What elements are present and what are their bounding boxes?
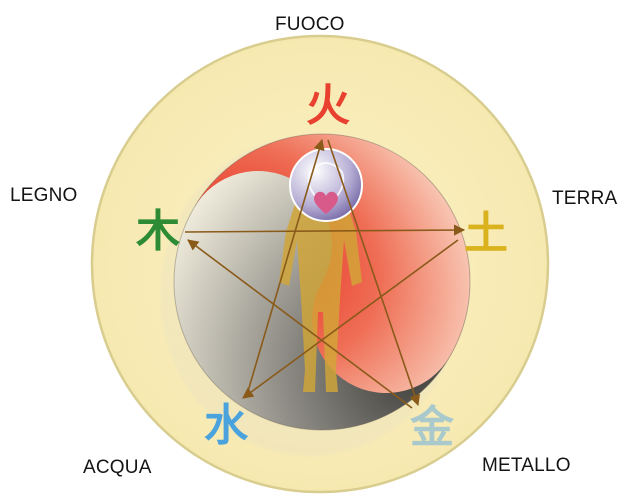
metal-label: METALLO (482, 455, 571, 477)
fire-label: FUOCO (275, 14, 345, 36)
earth-glyph: 土 (464, 208, 508, 259)
water-label: ACQUA (83, 457, 152, 479)
water-glyph: 水 (204, 400, 249, 451)
fire-glyph: 火 (306, 80, 350, 131)
metal-glyph: 金 (409, 402, 455, 453)
wood-glyph: 木 (136, 206, 180, 257)
wood-label: LEGNO (10, 185, 78, 207)
earth-label: TERRA (552, 188, 617, 210)
